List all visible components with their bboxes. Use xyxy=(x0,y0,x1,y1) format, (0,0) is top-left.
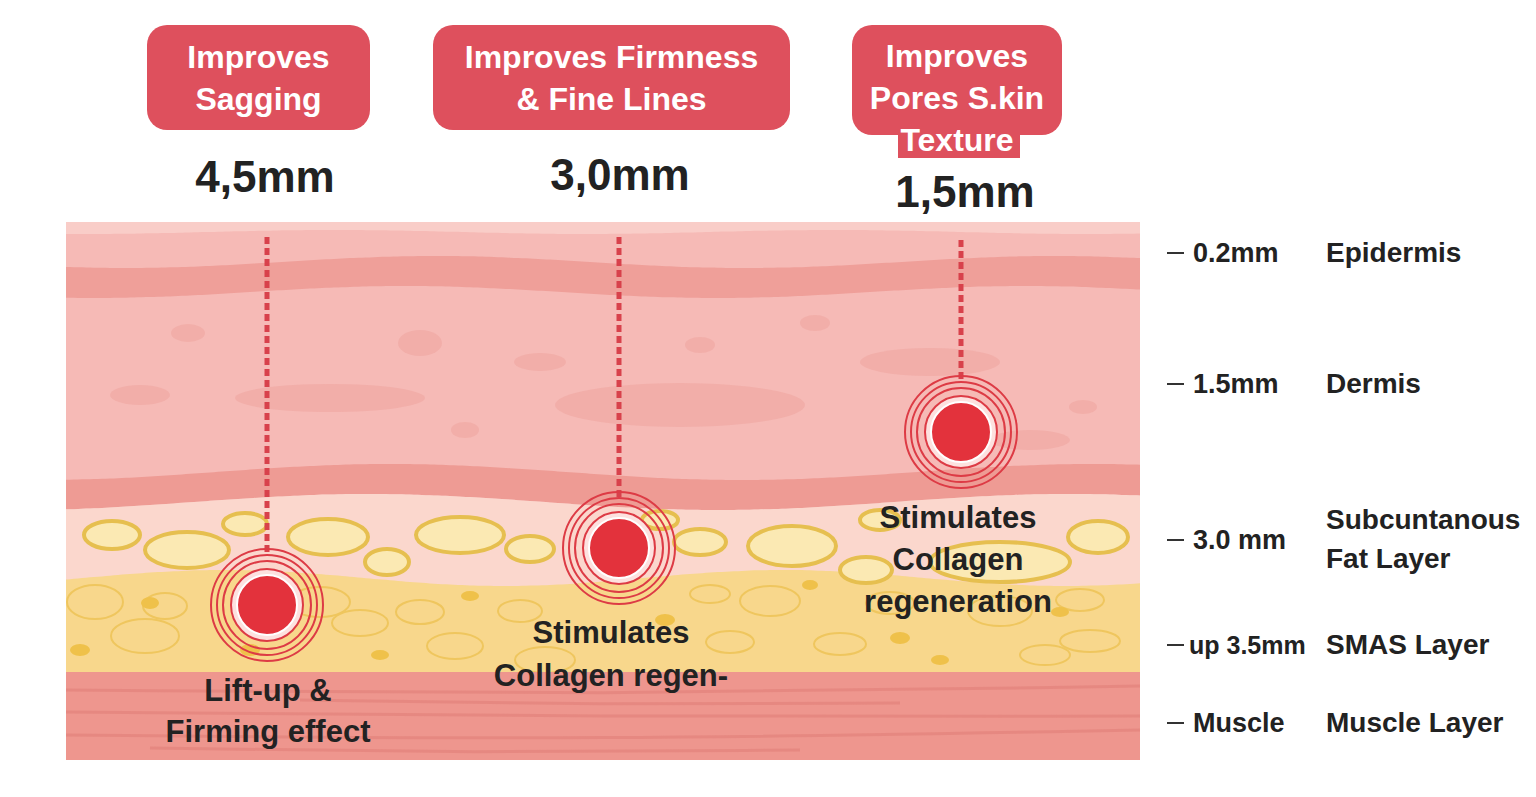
ultrasound-beam xyxy=(617,237,622,498)
depth-tick xyxy=(1167,252,1184,254)
fat-cell xyxy=(288,519,368,555)
muscle-fiber xyxy=(150,748,800,752)
fat-layer xyxy=(66,494,1140,760)
dermis-blob xyxy=(1069,400,1097,414)
layer-name: SMAS Layer xyxy=(1326,628,1536,662)
dermis-blob xyxy=(800,315,830,331)
smas-dot xyxy=(802,580,818,590)
fat-cell xyxy=(416,517,504,553)
effect-caption: Lift-up & Firming effect xyxy=(148,670,388,752)
layer-name: Muscle Layer xyxy=(1326,706,1536,740)
fat-cell xyxy=(84,521,140,549)
focal-point xyxy=(589,518,649,578)
smas-cell xyxy=(814,633,866,655)
smas-dot xyxy=(461,591,479,601)
benefit-text: Improves Sagging xyxy=(159,36,359,120)
focal-ring xyxy=(569,498,669,598)
depth-tick xyxy=(1167,644,1184,646)
fat-cell xyxy=(840,557,892,583)
focal-ring xyxy=(211,549,323,661)
smas-cell xyxy=(67,585,123,619)
skin-surface xyxy=(66,222,1140,234)
depth-value: 4,5mm xyxy=(145,152,385,202)
benefit-box: Improves Pores S.kin Texture xyxy=(852,25,1062,135)
smas-dot xyxy=(1051,607,1069,617)
layer-name: Subcuntanous Fat Layer xyxy=(1326,500,1536,578)
benefit-box: Improves Sagging xyxy=(147,25,370,130)
smas-cell xyxy=(706,631,754,653)
smas-cell xyxy=(332,610,388,636)
smas-cell xyxy=(396,600,444,624)
muscle-fiber xyxy=(300,700,900,704)
fat-cell xyxy=(145,532,229,568)
depth-value: 1,5mm xyxy=(845,167,1085,217)
fat-cell xyxy=(365,549,409,575)
smas-cell xyxy=(690,585,730,603)
focal-halo xyxy=(231,569,303,641)
focal-ring xyxy=(917,388,1005,476)
dermis-blob xyxy=(235,384,425,412)
fat-cell xyxy=(506,536,554,562)
smas-cell xyxy=(427,633,483,659)
layer-name: Dermis xyxy=(1326,367,1536,401)
dermis-blob xyxy=(110,385,170,405)
dermis-blob xyxy=(398,330,442,356)
scale-depth: Muscle xyxy=(1193,706,1318,740)
depth-value: 3,0mm xyxy=(500,150,740,200)
smas-cell xyxy=(111,619,179,653)
fat-cell xyxy=(674,529,726,555)
ultrasound-beam xyxy=(265,237,270,555)
dermis-blob xyxy=(514,353,566,371)
focal-point xyxy=(237,575,297,635)
dermis-blob xyxy=(685,337,715,353)
epidermis-band xyxy=(66,256,1140,298)
benefit-text: Improves Firmness & Fine Lines xyxy=(452,36,772,120)
dermis-blob xyxy=(171,324,205,342)
fat-cell xyxy=(748,526,836,566)
skin-section xyxy=(66,222,1140,760)
scale-depth: 3.0 mm xyxy=(1193,523,1318,557)
focal-ring xyxy=(563,492,675,604)
focal-ring xyxy=(911,382,1011,482)
focal-ring xyxy=(575,504,663,592)
smas-dot xyxy=(371,650,389,660)
fat-cell xyxy=(1068,521,1128,553)
smas-cell xyxy=(1060,630,1120,652)
scale-depth: 1.5mm xyxy=(1193,367,1318,401)
effect-caption: Stimulates Collagen regeneration xyxy=(843,497,1073,623)
focal-ring xyxy=(217,555,317,655)
smas-dot xyxy=(890,632,910,644)
effect-caption: Stimulates Collagen regen- xyxy=(471,611,751,697)
smas-dot xyxy=(141,597,159,609)
smas-dot xyxy=(931,655,949,665)
scale-depth: 0.2mm xyxy=(1193,236,1318,270)
focal-halo xyxy=(925,396,997,468)
focal-halo xyxy=(583,512,655,584)
smas-cell xyxy=(740,586,800,616)
focal-ring xyxy=(905,376,1017,488)
depth-tick xyxy=(1167,539,1184,541)
fat-cell xyxy=(223,513,267,535)
focal-point xyxy=(931,402,991,462)
dermis-blob xyxy=(451,422,479,438)
scale-depth: up 3.5mm xyxy=(1189,628,1324,662)
smas-dot xyxy=(70,644,90,656)
dermis-blob xyxy=(555,383,805,427)
depth-tick xyxy=(1167,722,1184,724)
benefit-text: Improves Pores S.kin Texture xyxy=(857,35,1057,161)
dermis-blob xyxy=(860,348,1000,376)
layer-name: Epidermis xyxy=(1326,236,1536,270)
focal-ring xyxy=(223,561,311,649)
depth-tick xyxy=(1167,383,1184,385)
benefit-box: Improves Firmness & Fine Lines xyxy=(433,25,790,130)
smas-cell xyxy=(1020,645,1070,665)
ultrasound-beam xyxy=(959,240,964,382)
